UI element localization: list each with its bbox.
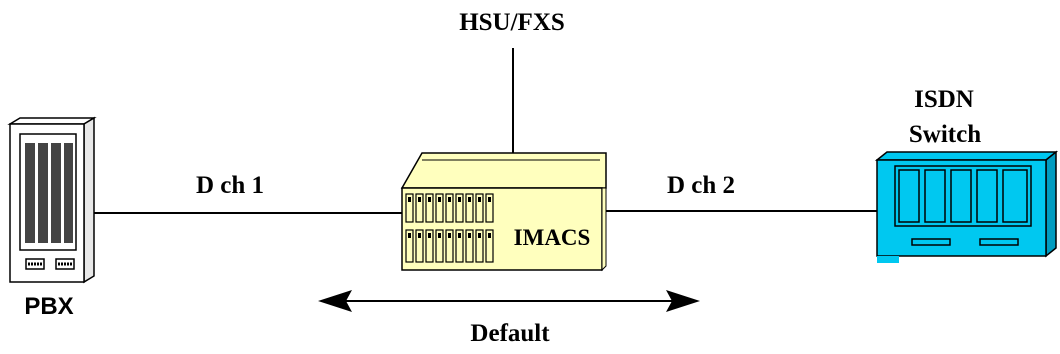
imacs-card-led [418, 197, 421, 202]
pbx-cabinet-icon [7, 116, 97, 284]
imacs-card-led [458, 233, 461, 238]
imacs-card-slot [425, 193, 434, 223]
imacs-card-slot [475, 229, 484, 263]
imacs-card-slot [405, 193, 414, 223]
hsu-fxs-label: HSU/FXS [459, 9, 565, 36]
imacs-card-slot [475, 193, 484, 223]
imacs-card-slot [485, 193, 494, 223]
imacs-card-led [448, 197, 451, 202]
imacs-card-led [478, 197, 481, 202]
imacs-card-slot [485, 229, 494, 263]
imacs-chassis-icon [400, 152, 607, 272]
imacs-card-slot [405, 229, 414, 263]
isdn-switch-icon [874, 150, 1059, 263]
double-headed-arrow-icon [318, 290, 700, 312]
imacs-card-slot [455, 229, 464, 263]
imacs-card-led [428, 197, 431, 202]
imacs-card-slots [405, 193, 494, 263]
imacs-card-led [478, 233, 481, 238]
imacs-card-slot [455, 193, 464, 223]
imacs-card-led [418, 233, 421, 238]
pbx-label: PBX [24, 293, 73, 320]
imacs-card-led [428, 233, 431, 238]
imacs-card-led [448, 233, 451, 238]
imacs-card-led [408, 233, 411, 238]
imacs-card-slot [445, 229, 454, 263]
imacs-card-slot [465, 193, 474, 223]
imacs-card-slot [415, 229, 424, 263]
d-ch-1-label: D ch 1 [196, 172, 264, 199]
imacs-card-led [468, 197, 471, 202]
imacs-card-slot [425, 229, 434, 263]
imacs-card-slot [415, 193, 424, 223]
imacs-card-led [488, 233, 491, 238]
imacs-card-led [458, 197, 461, 202]
imacs-card-led [438, 233, 441, 238]
imacs-card-slot [445, 193, 454, 223]
imacs-card-slot [435, 229, 444, 263]
imacs-card-led [488, 197, 491, 202]
imacs-card-led [468, 233, 471, 238]
d-ch-2-label: D ch 2 [667, 172, 735, 199]
imacs-card-slot [435, 193, 444, 223]
imacs-label: IMACS [514, 225, 591, 250]
isdn-switch-label-line2: Switch [909, 121, 981, 148]
isdn-switch-label-line1: ISDN [914, 86, 974, 113]
imacs-card-led [438, 197, 441, 202]
imacs-card-led [408, 197, 411, 202]
imacs-card-slot [465, 229, 474, 263]
default-label: Default [470, 320, 550, 347]
